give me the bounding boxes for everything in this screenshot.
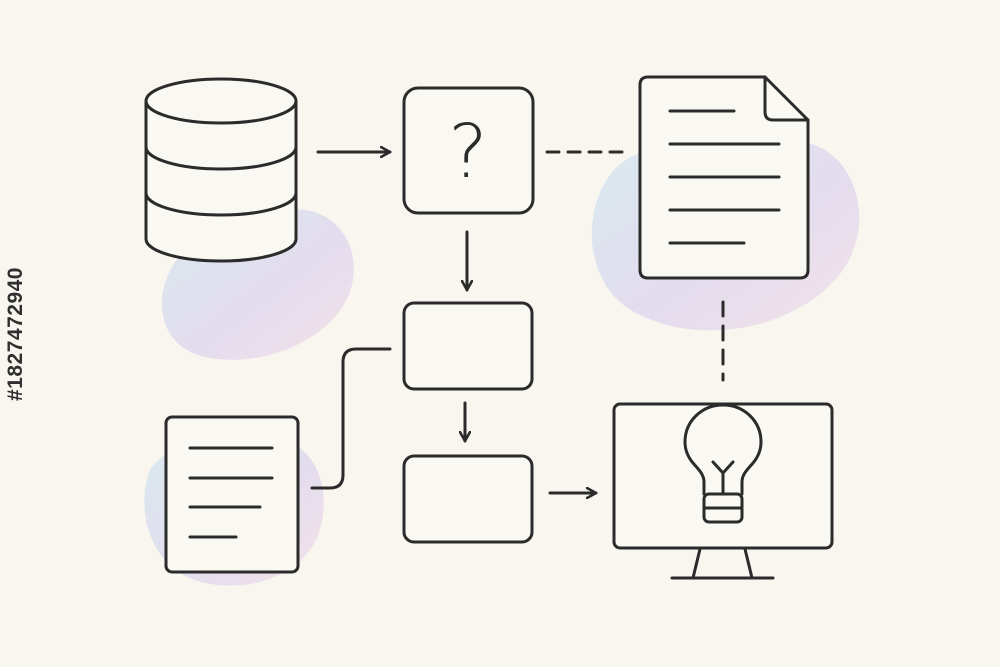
connectors (310, 152, 725, 493)
line-note-to-process-1 (310, 347, 392, 490)
stock-id-watermark: #1827472940 (4, 40, 28, 627)
database-icon (144, 77, 298, 263)
note-icon (164, 415, 300, 574)
question-mark-label: ? (448, 109, 487, 195)
process-box-1 (402, 301, 534, 391)
document-icon (638, 75, 810, 280)
stock-id-text: #1827472940 (4, 266, 28, 401)
process-box-2 (402, 454, 534, 544)
lightbulb-icon (683, 403, 763, 524)
question-node: ? (402, 86, 535, 215)
